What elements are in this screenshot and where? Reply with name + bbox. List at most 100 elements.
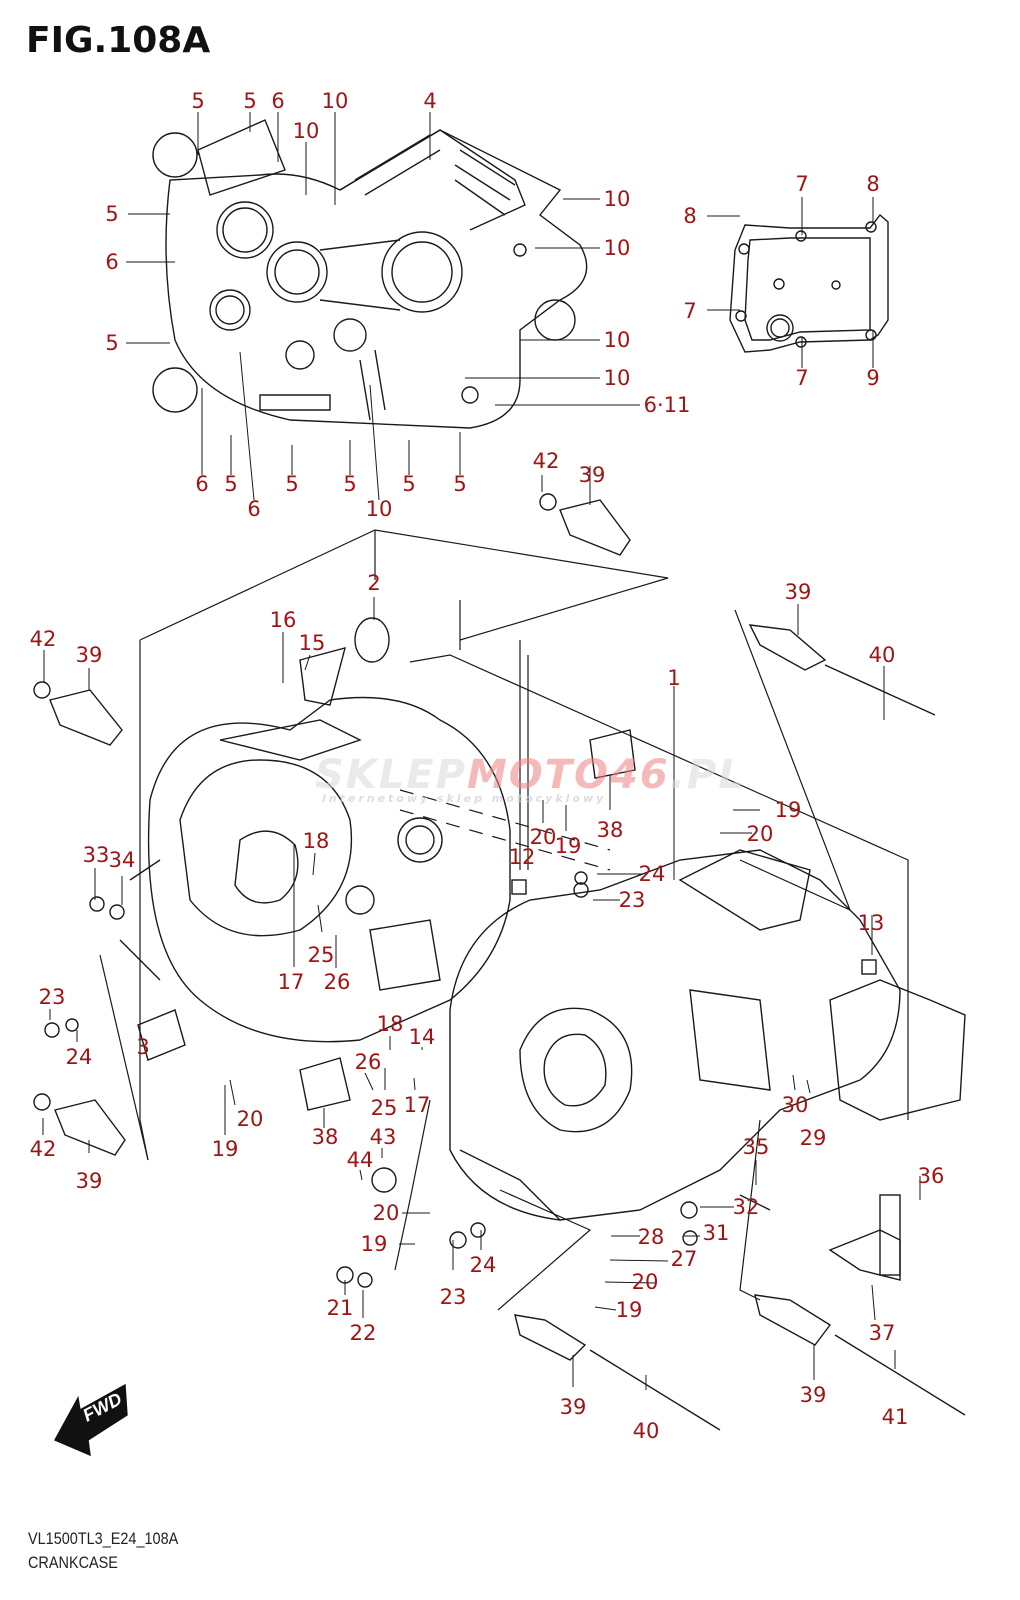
callout-part[interactable]: 20 xyxy=(529,825,557,849)
callout-part[interactable]: 19 xyxy=(360,1232,388,1256)
callout-part[interactable]: 23 xyxy=(38,985,66,1009)
callout-part[interactable]: 39 xyxy=(75,1169,103,1193)
callout-part[interactable]: 38 xyxy=(311,1125,339,1149)
callout-part[interactable]: 10 xyxy=(603,236,631,260)
callout-part[interactable]: 9 xyxy=(866,366,880,390)
callout-part[interactable]: 39 xyxy=(559,1395,587,1419)
callout-part[interactable]: 7 xyxy=(795,366,809,390)
callout-part[interactable]: 5 xyxy=(191,89,205,113)
callout-part[interactable]: 10 xyxy=(321,89,349,113)
callout-part[interactable]: 7 xyxy=(683,299,697,323)
callout-part[interactable]: 8 xyxy=(683,204,697,228)
small-parts-drawing xyxy=(33,493,966,1431)
watermark-brand-tld: .PL xyxy=(669,752,746,798)
callout-part[interactable]: 10 xyxy=(292,119,320,143)
callout-part[interactable]: 27 xyxy=(670,1247,698,1271)
callout-part[interactable]: 14 xyxy=(408,1025,436,1049)
callout-part[interactable]: 6 xyxy=(195,472,209,496)
callout-part[interactable]: 3 xyxy=(136,1035,150,1059)
callout-part[interactable]: 33 xyxy=(82,843,110,867)
callout-part[interactable]: 32 xyxy=(732,1195,760,1219)
callout-part[interactable]: 42 xyxy=(29,627,57,651)
callout-part[interactable]: 24 xyxy=(65,1045,93,1069)
watermark: SKLEPMOTO46.PL xyxy=(315,752,746,798)
callout-part[interactable]: 10 xyxy=(603,187,631,211)
callout-part[interactable]: 20 xyxy=(372,1201,400,1225)
callout-part[interactable]: 39 xyxy=(75,643,103,667)
callout-part[interactable]: 5 xyxy=(243,89,257,113)
callout-part[interactable]: 34 xyxy=(108,848,136,872)
callout-part[interactable]: 20 xyxy=(631,1270,659,1294)
callout-part[interactable]: 20 xyxy=(236,1107,264,1131)
callout-part[interactable]: 18 xyxy=(302,829,330,853)
callout-part[interactable]: 6 xyxy=(271,89,285,113)
upper-crankcase-drawing xyxy=(152,119,588,429)
callout-part[interactable]: 36 xyxy=(917,1164,945,1188)
callout-part[interactable]: 6·11 xyxy=(643,393,691,417)
right-crankcase-half-drawing xyxy=(449,849,966,1221)
callout-part[interactable]: 19 xyxy=(774,798,802,822)
callout-part[interactable]: 25 xyxy=(307,943,335,967)
callout-part[interactable]: 23 xyxy=(439,1285,467,1309)
callout-part[interactable]: 23 xyxy=(618,888,646,912)
callout-part[interactable]: 5 xyxy=(224,472,238,496)
callout-part[interactable]: 31 xyxy=(702,1221,730,1245)
callout-part[interactable]: 41 xyxy=(881,1405,909,1429)
callout-part[interactable]: 5 xyxy=(105,202,119,226)
callout-part[interactable]: 39 xyxy=(784,580,812,604)
callout-part[interactable]: 20 xyxy=(746,822,774,846)
callout-part[interactable]: 5 xyxy=(343,472,357,496)
callout-part[interactable]: 19 xyxy=(554,834,582,858)
watermark-tagline: internetowy sklep motocyklowy xyxy=(322,792,607,805)
left-crankcase-half-drawing xyxy=(119,696,511,1043)
callout-part[interactable]: 39 xyxy=(799,1383,827,1407)
callout-part[interactable]: 22 xyxy=(349,1321,377,1345)
watermark-brand-main: SKLEP xyxy=(315,752,467,798)
callout-part[interactable]: 26 xyxy=(354,1050,382,1074)
callout-part[interactable]: 40 xyxy=(632,1419,660,1443)
callout-part[interactable]: 8 xyxy=(866,172,880,196)
callout-part[interactable]: 19 xyxy=(615,1298,643,1322)
callout-part[interactable]: 17 xyxy=(403,1093,431,1117)
callout-part[interactable]: 42 xyxy=(29,1137,57,1161)
callout-part[interactable]: 21 xyxy=(326,1296,354,1320)
callout-part[interactable]: 10 xyxy=(365,497,393,521)
callout-part[interactable]: 26 xyxy=(323,970,351,994)
callout-part[interactable]: 42 xyxy=(532,449,560,473)
callout-part[interactable]: 5 xyxy=(453,472,467,496)
callout-part[interactable]: 10 xyxy=(603,366,631,390)
leader-lines xyxy=(42,112,921,1390)
callout-part[interactable]: 43 xyxy=(369,1125,397,1149)
callout-part[interactable]: 4 xyxy=(423,89,437,113)
callout-part[interactable]: 1 xyxy=(667,666,681,690)
callout-part[interactable]: 6 xyxy=(105,250,119,274)
callout-part[interactable]: 5 xyxy=(402,472,416,496)
callout-part[interactable]: 12 xyxy=(508,845,536,869)
callout-part[interactable]: 5 xyxy=(285,472,299,496)
callout-part[interactable]: 37 xyxy=(868,1321,896,1345)
callout-part[interactable]: 15 xyxy=(298,631,326,655)
callout-part[interactable]: 5 xyxy=(105,331,119,355)
callout-part[interactable]: 30 xyxy=(781,1093,809,1117)
callout-part[interactable]: 25 xyxy=(370,1096,398,1120)
callout-part[interactable]: 29 xyxy=(799,1126,827,1150)
callout-part[interactable]: 18 xyxy=(376,1012,404,1036)
callout-part[interactable]: 10 xyxy=(603,328,631,352)
callout-part[interactable]: 6 xyxy=(247,497,261,521)
callout-part[interactable]: 16 xyxy=(269,608,297,632)
callout-part[interactable]: 7 xyxy=(795,172,809,196)
section-name: CRANKCASE xyxy=(28,1553,118,1572)
callout-part[interactable]: 13 xyxy=(857,911,885,935)
callout-part[interactable]: 40 xyxy=(868,643,896,667)
callout-part[interactable]: 24 xyxy=(469,1253,497,1277)
callout-part[interactable]: 39 xyxy=(578,463,606,487)
callout-part[interactable]: 35 xyxy=(742,1135,770,1159)
callout-part[interactable]: 28 xyxy=(637,1225,665,1249)
callout-part[interactable]: 38 xyxy=(596,818,624,842)
model-code: VL1500TL3_E24_108A xyxy=(28,1529,179,1548)
callout-part[interactable]: 17 xyxy=(277,970,305,994)
callout-part[interactable]: 24 xyxy=(638,862,666,886)
callout-part[interactable]: 19 xyxy=(211,1137,239,1161)
callout-part[interactable]: 2 xyxy=(367,571,381,595)
callout-part[interactable]: 44 xyxy=(346,1148,374,1172)
